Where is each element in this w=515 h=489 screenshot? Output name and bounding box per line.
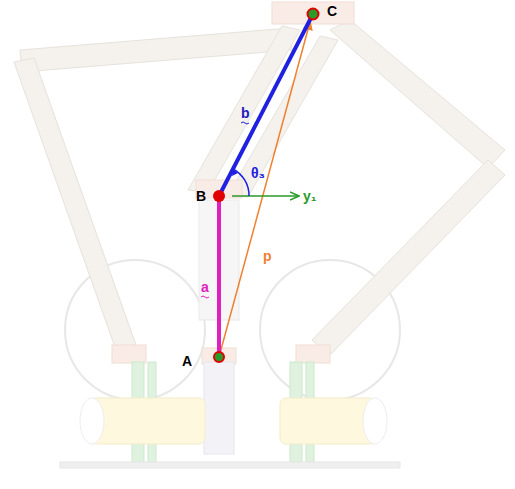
link-label: b (241, 106, 250, 120)
angle-label: θ₃ (251, 166, 265, 180)
point-label: A (182, 354, 192, 368)
point-label: B (196, 189, 206, 203)
vector-label: p (263, 249, 272, 263)
axis-label: y₁ (303, 189, 317, 203)
link-label: a (201, 280, 209, 294)
point-label: C (327, 4, 337, 18)
